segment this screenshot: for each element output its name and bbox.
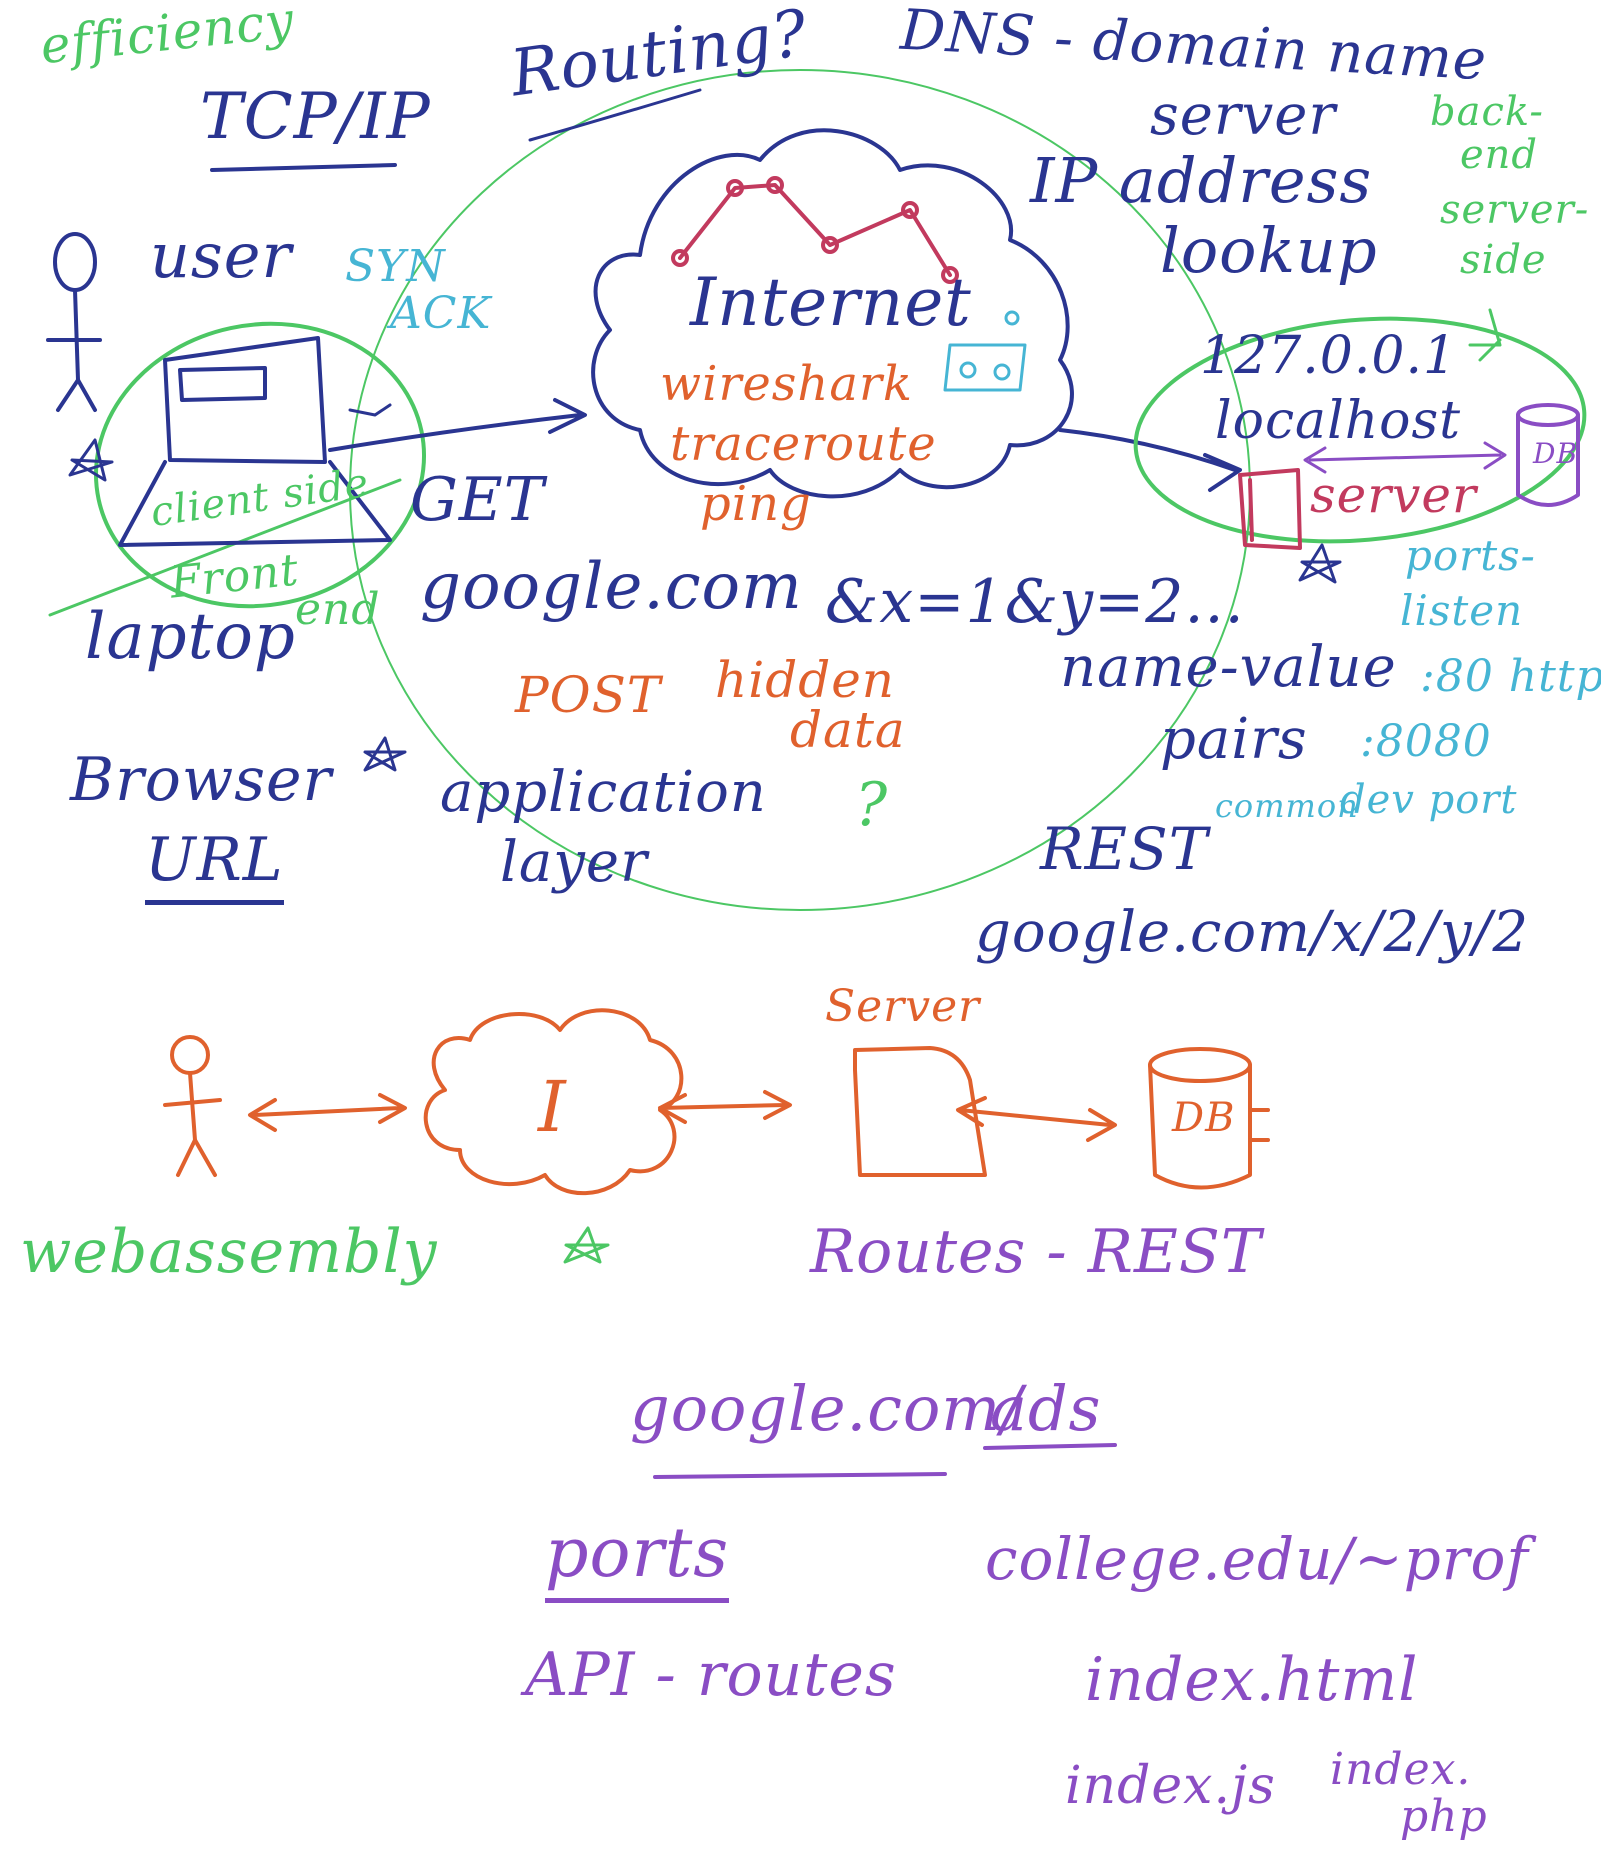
star-webassembly — [563, 1226, 610, 1264]
layer-note: layer — [500, 830, 648, 895]
diagram2-db — [1148, 1047, 1270, 1190]
back-end-note-1: back- — [1430, 89, 1544, 135]
ping-note: ping — [700, 476, 812, 532]
front-note: Front — [167, 544, 302, 609]
ports-listen-note-1: ports- — [1405, 531, 1536, 580]
rest-url-note: google.com/x/2/y/2 — [975, 900, 1530, 965]
application-note: application — [440, 760, 767, 825]
post-note: POST — [515, 666, 662, 724]
name-value-note: name-value — [1060, 635, 1397, 700]
wireshark-note: wireshark — [660, 356, 913, 412]
back-end-arrow — [1468, 308, 1502, 362]
diagram2-db-label: DB — [1172, 1095, 1236, 1141]
internet-note: Internet — [690, 264, 972, 341]
client-side-loop — [94, 321, 426, 609]
webassembly-note: webassembly — [20, 1217, 438, 1287]
diagram2-user — [163, 1035, 222, 1177]
lookup-note: lookup — [1160, 214, 1378, 287]
index-js-note: index.js — [1065, 1756, 1276, 1816]
index-php-note-2: php — [1400, 1791, 1488, 1842]
port-80-note: :80 http — [1420, 651, 1601, 702]
end-note: end — [295, 584, 381, 635]
star-server — [1298, 543, 1342, 584]
college-url-note: college.edu/~prof — [985, 1525, 1529, 1593]
user-internet-arrow — [248, 1093, 407, 1132]
ports-listen-note-2: listen — [1400, 586, 1524, 635]
dns-server-note: server — [1150, 83, 1337, 148]
diagram2-server — [853, 1046, 987, 1177]
data-note: data — [790, 701, 906, 759]
google-ads-note: google.com/ — [630, 1372, 1023, 1445]
ack-note: ACK — [390, 288, 492, 339]
diagram2-internet-label: I — [538, 1066, 567, 1148]
syn-ack-arrow — [348, 403, 392, 417]
traceroute-note: traceroute — [670, 416, 937, 472]
tcp-ip-underline — [210, 163, 397, 172]
front-end-divider — [48, 478, 402, 617]
internet-to-server-arrow — [1058, 428, 1242, 492]
query-string-note: &x=1&y=2... — [825, 567, 1245, 637]
star-browser — [363, 736, 407, 772]
localhost-note: localhost — [1215, 391, 1462, 451]
index-html-note: index.html — [1085, 1645, 1419, 1715]
ip-address-note: IP address — [1030, 144, 1373, 217]
ads-note: ads — [990, 1372, 1102, 1445]
syn-note: SYN — [345, 241, 446, 292]
client-to-internet-arrow — [328, 398, 587, 452]
db-note: DB — [1533, 437, 1579, 470]
server-note: server — [1310, 466, 1477, 524]
server-box-drawing — [1238, 468, 1302, 550]
rest-note: REST — [1040, 815, 1209, 883]
tcp-ip-note: TCP/IP — [200, 80, 431, 154]
google-ads-underline — [653, 1472, 947, 1479]
routing-path — [671, 176, 959, 284]
back-end-note-2: end — [1460, 132, 1539, 178]
google-com-note: google.com — [420, 550, 803, 624]
laptop-note: laptop — [85, 600, 296, 674]
routing-underline — [528, 88, 702, 142]
db-cylinder-icon — [1516, 403, 1580, 507]
user-stick-figure — [46, 232, 102, 412]
common-note: common — [1215, 787, 1359, 825]
pairs-note: pairs — [1160, 707, 1308, 772]
server-side-loop — [1133, 316, 1587, 544]
internet-cloud — [591, 128, 1074, 499]
port-8080-note: :8080 — [1360, 716, 1492, 767]
ads-underline — [983, 1443, 1117, 1450]
api-routes-note: API - routes — [525, 1640, 897, 1710]
localhost-ip-note: 127.0.0.1 — [1200, 326, 1458, 386]
server-db-arrow-2 — [956, 1096, 1117, 1142]
laptop-drawing — [118, 336, 392, 547]
ports-note: ports — [545, 1520, 730, 1603]
get-note: GET — [410, 465, 545, 535]
diagram2-server-label: Server — [825, 981, 981, 1032]
diagram2-cloud — [423, 1008, 684, 1196]
internet-server-arrow — [658, 1090, 792, 1124]
server-side-note-2: side — [1460, 237, 1547, 283]
hidden-note: hidden — [715, 651, 895, 709]
user-note: user — [150, 219, 293, 292]
question-note: ? — [855, 770, 889, 840]
server-db-arrow — [1303, 441, 1507, 474]
routes-rest-note: Routes - REST — [810, 1217, 1262, 1287]
index-php-note-1: index. — [1330, 1744, 1472, 1795]
browser-note: Browser — [70, 745, 333, 815]
dev-port-note: dev port — [1340, 777, 1518, 823]
star-left — [68, 438, 114, 482]
server-side-note-1: server- — [1440, 187, 1590, 233]
url-note: URL — [145, 830, 284, 905]
lock-doodle-icon — [943, 310, 1027, 392]
